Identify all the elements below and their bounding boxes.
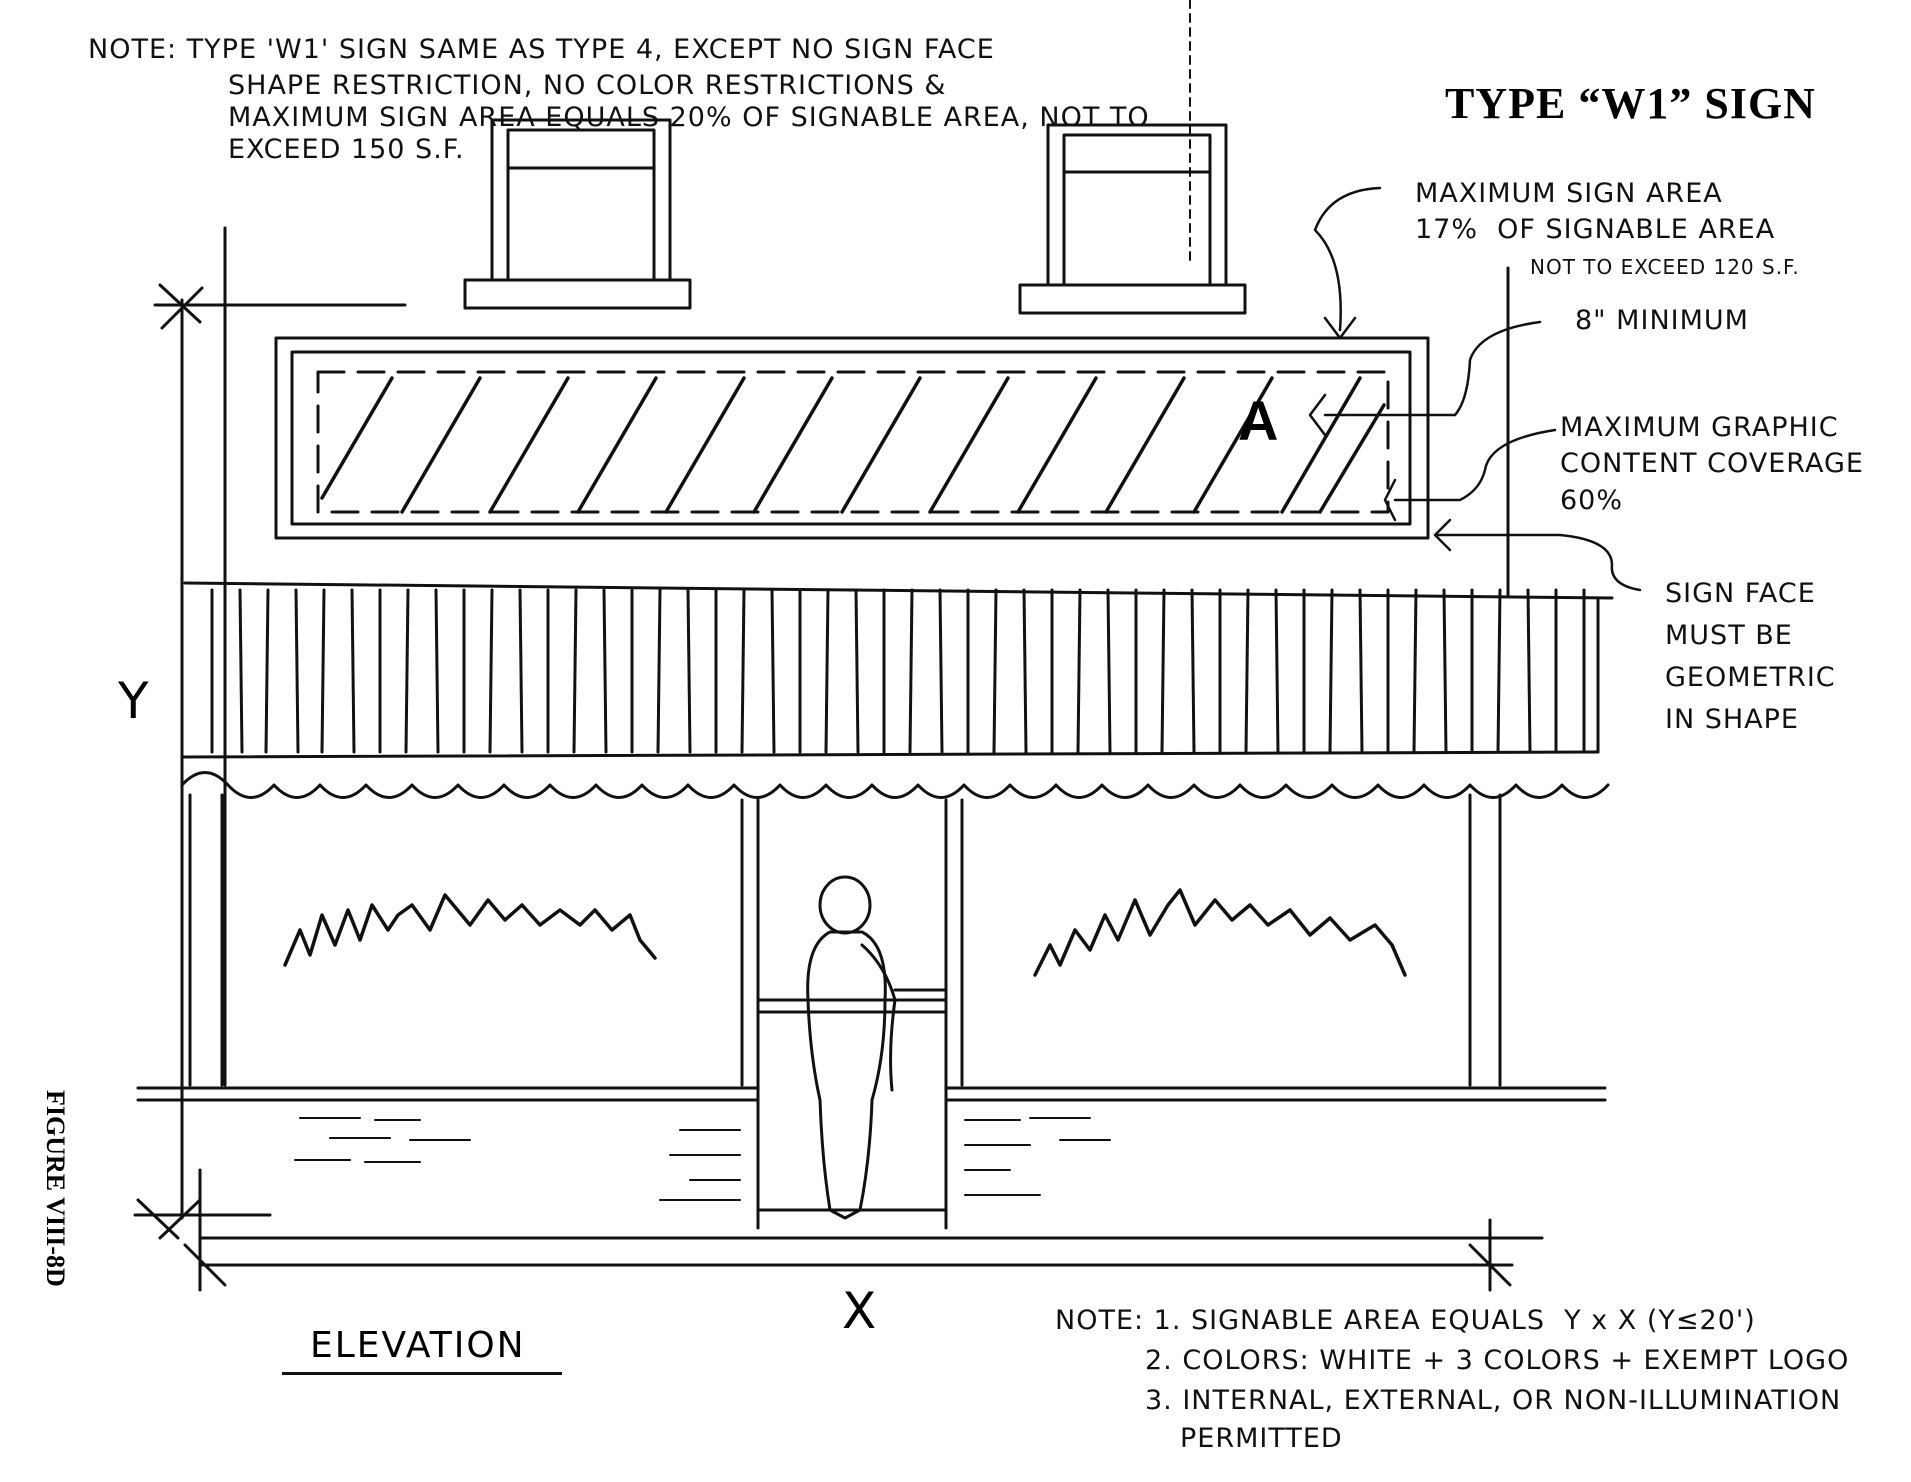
callout-leaders <box>1308 186 1642 592</box>
elevation-label: ELEVATION <box>310 1325 526 1366</box>
sign-face-line-3: GEOMETRIC <box>1665 662 1836 693</box>
top-note-line-4: EXCEED 150 S.F. <box>228 134 465 165</box>
min-letter-height: 8" MINIMUM <box>1575 305 1749 336</box>
storefront-frame <box>188 793 1502 1230</box>
top-note-line-2: SHAPE RESTRICTION, NO COLOR RESTRICTIONS… <box>228 70 947 101</box>
graphic-coverage-line-2: CONTENT COVERAGE <box>1560 448 1864 479</box>
person-figure <box>806 875 947 1220</box>
sign-panel <box>274 336 1430 540</box>
top-note-line-3: MAXIMUM SIGN AREA EQUALS 20% OF SIGNABLE… <box>228 102 1150 133</box>
striped-awning <box>180 581 1614 799</box>
x-dimension-label: X <box>842 1282 877 1340</box>
max-sign-area-line-1: MAXIMUM SIGN AREA <box>1415 178 1723 209</box>
bottom-note-line-1: NOTE: 1. SIGNABLE AREA EQUALS Y x X (Y≤2… <box>1055 1305 1756 1336</box>
bottom-note-line-4: PERMITTED <box>1180 1423 1343 1454</box>
building-base <box>136 1086 1607 1240</box>
x-dimension-line <box>183 1168 1514 1292</box>
sign-letter: A <box>1238 389 1279 452</box>
bottom-note-line-3: 3. INTERNAL, EXTERNAL, OR NON-ILLUMINATI… <box>1145 1385 1842 1416</box>
figure-label: FIGURE VIII-8D <box>41 1090 70 1287</box>
window-plants-left <box>283 893 657 967</box>
max-sign-area-limit: NOT TO EXCEED 120 S.F. <box>1530 255 1800 279</box>
max-sign-area-line-2: 17% OF SIGNABLE AREA <box>1415 214 1776 245</box>
y-dimension-line <box>133 283 407 1240</box>
sign-face-line-4: IN SHAPE <box>1665 704 1799 735</box>
graphic-coverage-line-1: MAXIMUM GRAPHIC <box>1560 412 1839 443</box>
sign-face-line-1: SIGN FACE <box>1665 578 1816 609</box>
graphic-hatching <box>320 376 1386 514</box>
top-note-line-1: NOTE: TYPE 'W1' SIGN SAME AS TYPE 4, EXC… <box>88 34 995 65</box>
upper-window-right <box>1018 123 1247 315</box>
elevation-underline <box>282 1372 562 1375</box>
window-plants-right <box>1033 888 1407 977</box>
y-dimension-label: Y <box>118 672 149 730</box>
upper-window-left <box>463 118 692 310</box>
sign-type-title: TYPE “W1” SIGN <box>1445 79 1816 128</box>
sign-face-line-2: MUST BE <box>1665 620 1793 651</box>
door <box>756 998 948 1212</box>
graphic-coverage-line-3: 60% <box>1560 485 1624 516</box>
bottom-note-line-2: 2. COLORS: WHITE + 3 COLORS + EXEMPT LOG… <box>1145 1345 1850 1376</box>
